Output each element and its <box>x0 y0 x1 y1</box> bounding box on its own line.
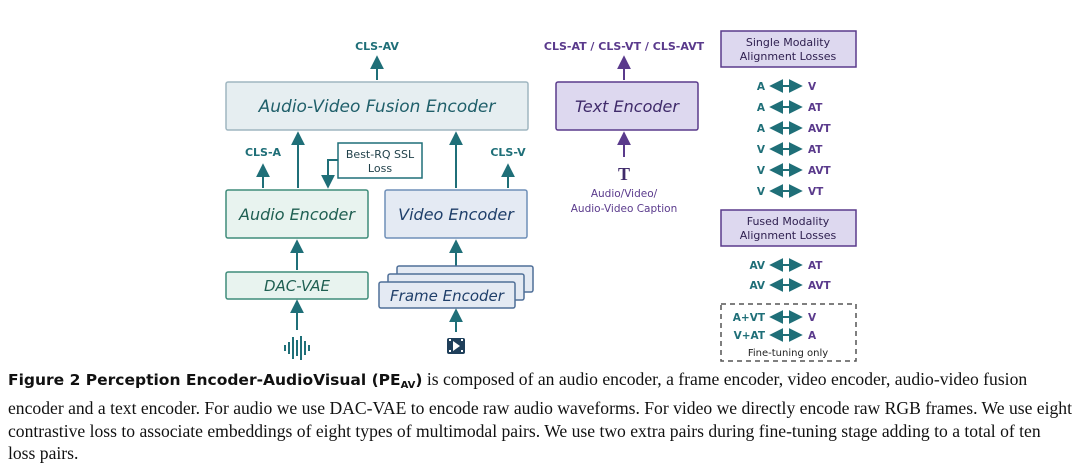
audio-waveform-icon <box>284 336 310 360</box>
dac-vae-label: DAC-VAE <box>264 277 331 295</box>
audio-encoder-label: Audio Encoder <box>238 205 356 224</box>
loss-pair-left: V <box>757 165 766 177</box>
loss-pair-right: AT <box>808 260 823 272</box>
text-input-caption-2: Audio-Video Caption <box>571 203 678 215</box>
ssl-loss-connector <box>321 159 338 189</box>
ssl-loss-label-line2: Loss <box>368 162 392 175</box>
caption-label-subscript: AV <box>400 380 416 391</box>
text-encoder-box <box>555 81 699 131</box>
fused-modality-pairs: AV AT AV AVT <box>749 258 832 292</box>
frame-encoder-label: Frame Encoder <box>390 287 505 305</box>
loss-pair-left: AV <box>749 280 765 292</box>
finetune-note: Fine-tuning only <box>748 348 828 359</box>
loss-pair-left: V <box>757 144 766 156</box>
loss-pair-right: V <box>808 81 817 93</box>
figure-caption: Figure 2 Perception Encoder-AudioVisual … <box>8 368 1072 465</box>
cls-a-label: CLS-A <box>245 146 282 159</box>
single-modality-title-line2: Alignment Losses <box>740 50 837 63</box>
caption-body: is composed of an audio encoder, a frame… <box>8 369 1072 464</box>
video-play-icon <box>447 338 465 354</box>
loss-pair-left: A <box>757 123 766 135</box>
loss-pair-left: A <box>757 102 766 114</box>
caption-label: Figure 2 Perception Encoder-AudioVisual … <box>8 371 423 391</box>
cls-v-label: CLS-V <box>490 146 526 159</box>
loss-pair-left: AV <box>749 260 765 272</box>
loss-pair-right: V <box>808 312 817 324</box>
finetune-pairs: A+VT V V+AT A <box>733 310 817 342</box>
caption-label-text: Figure 2 Perception Encoder-AudioVisual … <box>8 371 401 389</box>
fused-modality-title-box <box>720 209 857 247</box>
loss-pair-right: AT <box>808 102 823 114</box>
loss-pair-left: A <box>757 81 766 93</box>
loss-pair-left: V <box>757 186 766 198</box>
loss-pair-right: AVT <box>808 123 832 135</box>
caption-label-close: ) <box>415 371 423 389</box>
frame-encoder-box <box>378 281 516 309</box>
cls-text-label: CLS-AT / CLS-VT / CLS-AVT <box>544 40 705 53</box>
audio-encoder-box <box>225 189 369 239</box>
ssl-loss-label-line1: Best-RQ SSL <box>346 148 415 161</box>
video-encoder-box <box>384 189 528 239</box>
video-encoder-label: Video Encoder <box>398 205 515 224</box>
loss-pair-right: A <box>808 330 817 342</box>
loss-pair-right: AVT <box>808 280 832 292</box>
single-modality-title-line1: Single Modality <box>746 36 831 49</box>
text-encoder-label: Text Encoder <box>575 97 680 116</box>
single-modality-title-box <box>720 30 857 68</box>
loss-pair-left: V+AT <box>734 330 766 342</box>
dac-vae-box <box>225 271 369 300</box>
fusion-encoder-label: Audio-Video Fusion Encoder <box>258 97 497 117</box>
architecture-diagram: CLS-AV Audio-Video Fusion Encoder CLS-A … <box>225 30 857 362</box>
fused-modality-title-line2: Alignment Losses <box>740 229 837 242</box>
loss-pair-right: AT <box>808 144 823 156</box>
text-input-symbol: T <box>618 164 630 184</box>
text-input-caption-1: Audio/Video/ <box>591 188 658 200</box>
loss-pair-right: AVT <box>808 165 832 177</box>
loss-pair-left: A+VT <box>733 312 766 324</box>
fusion-encoder-box <box>225 81 529 131</box>
finetune-dashed-box <box>720 303 857 362</box>
fused-modality-title-line1: Fused Modality <box>747 215 830 228</box>
loss-pair-right: VT <box>808 186 824 198</box>
cls-av-label: CLS-AV <box>355 40 399 53</box>
